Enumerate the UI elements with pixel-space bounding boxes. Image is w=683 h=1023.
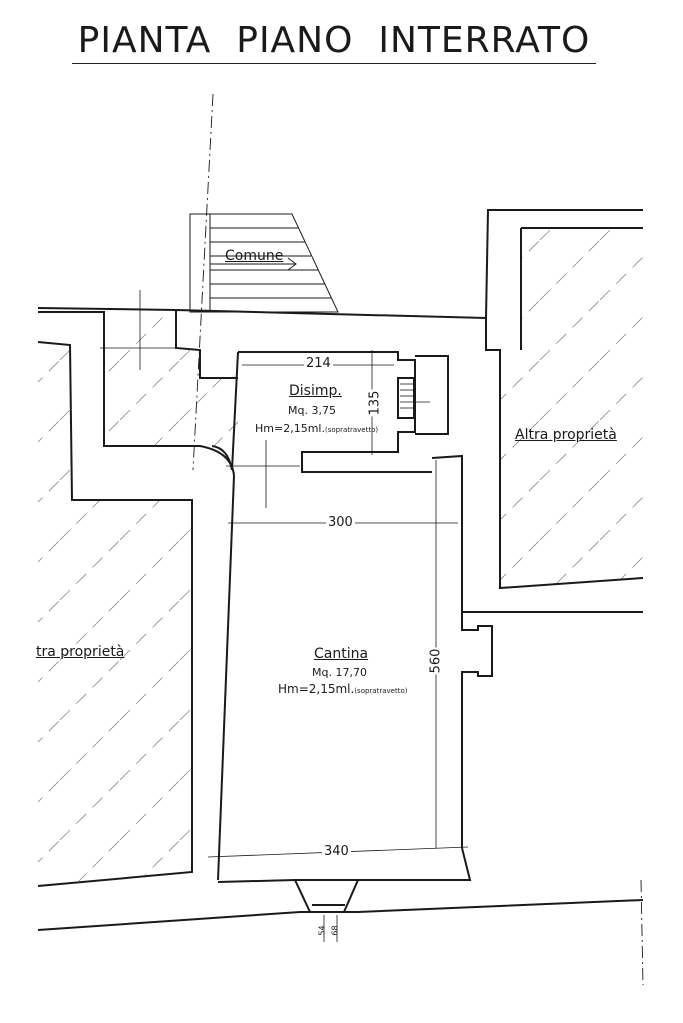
height-note: (sopratravetto) xyxy=(324,426,379,434)
room-label-comune: Comune xyxy=(225,248,284,264)
section-line xyxy=(192,93,644,986)
page-title: PIANTA PIANO INTERRATO xyxy=(72,20,596,64)
dimension-disimp-depth: 135 xyxy=(367,389,383,417)
room-label-cantina: Cantina xyxy=(314,646,369,662)
hatch-right xyxy=(500,228,643,588)
room-area-disimpegno: Mq. 3,75 xyxy=(288,404,336,417)
reference-lines xyxy=(100,290,300,508)
height-note: (sopratravetto) xyxy=(354,687,408,695)
dimension-cantina-length: 560 xyxy=(428,647,444,675)
room-height-cantina: Hm=2,15ml.(sopratravetto) xyxy=(278,682,407,696)
hatch-upper-left-block xyxy=(104,312,238,448)
neighbor-label-right: Altra proprietà xyxy=(515,427,617,443)
dimension-disimp-width: 214 xyxy=(304,356,333,371)
dimension-window-b: 68 xyxy=(330,925,340,936)
disimp-steps xyxy=(400,383,430,409)
hatch-left-upper xyxy=(38,342,192,885)
room-label-disimpegno: Disimp. xyxy=(289,383,342,399)
dimension-cantina-width-bottom: 340 xyxy=(322,844,351,859)
height-value: Hm=2,15ml. xyxy=(255,422,325,435)
dimension-cantina-width-top: 300 xyxy=(326,515,355,530)
height-value: Hm=2,15ml. xyxy=(278,682,355,696)
room-area-cantina: Mq. 17,70 xyxy=(312,666,367,679)
wall-outlines xyxy=(37,209,644,931)
staircase-comune xyxy=(189,213,339,313)
neighbor-label-left: tra proprietà xyxy=(36,644,125,660)
dimension-window-a: 54 xyxy=(317,925,327,936)
room-height-disimpegno: Hm=2,15ml.(sopratravetto) xyxy=(255,422,378,435)
